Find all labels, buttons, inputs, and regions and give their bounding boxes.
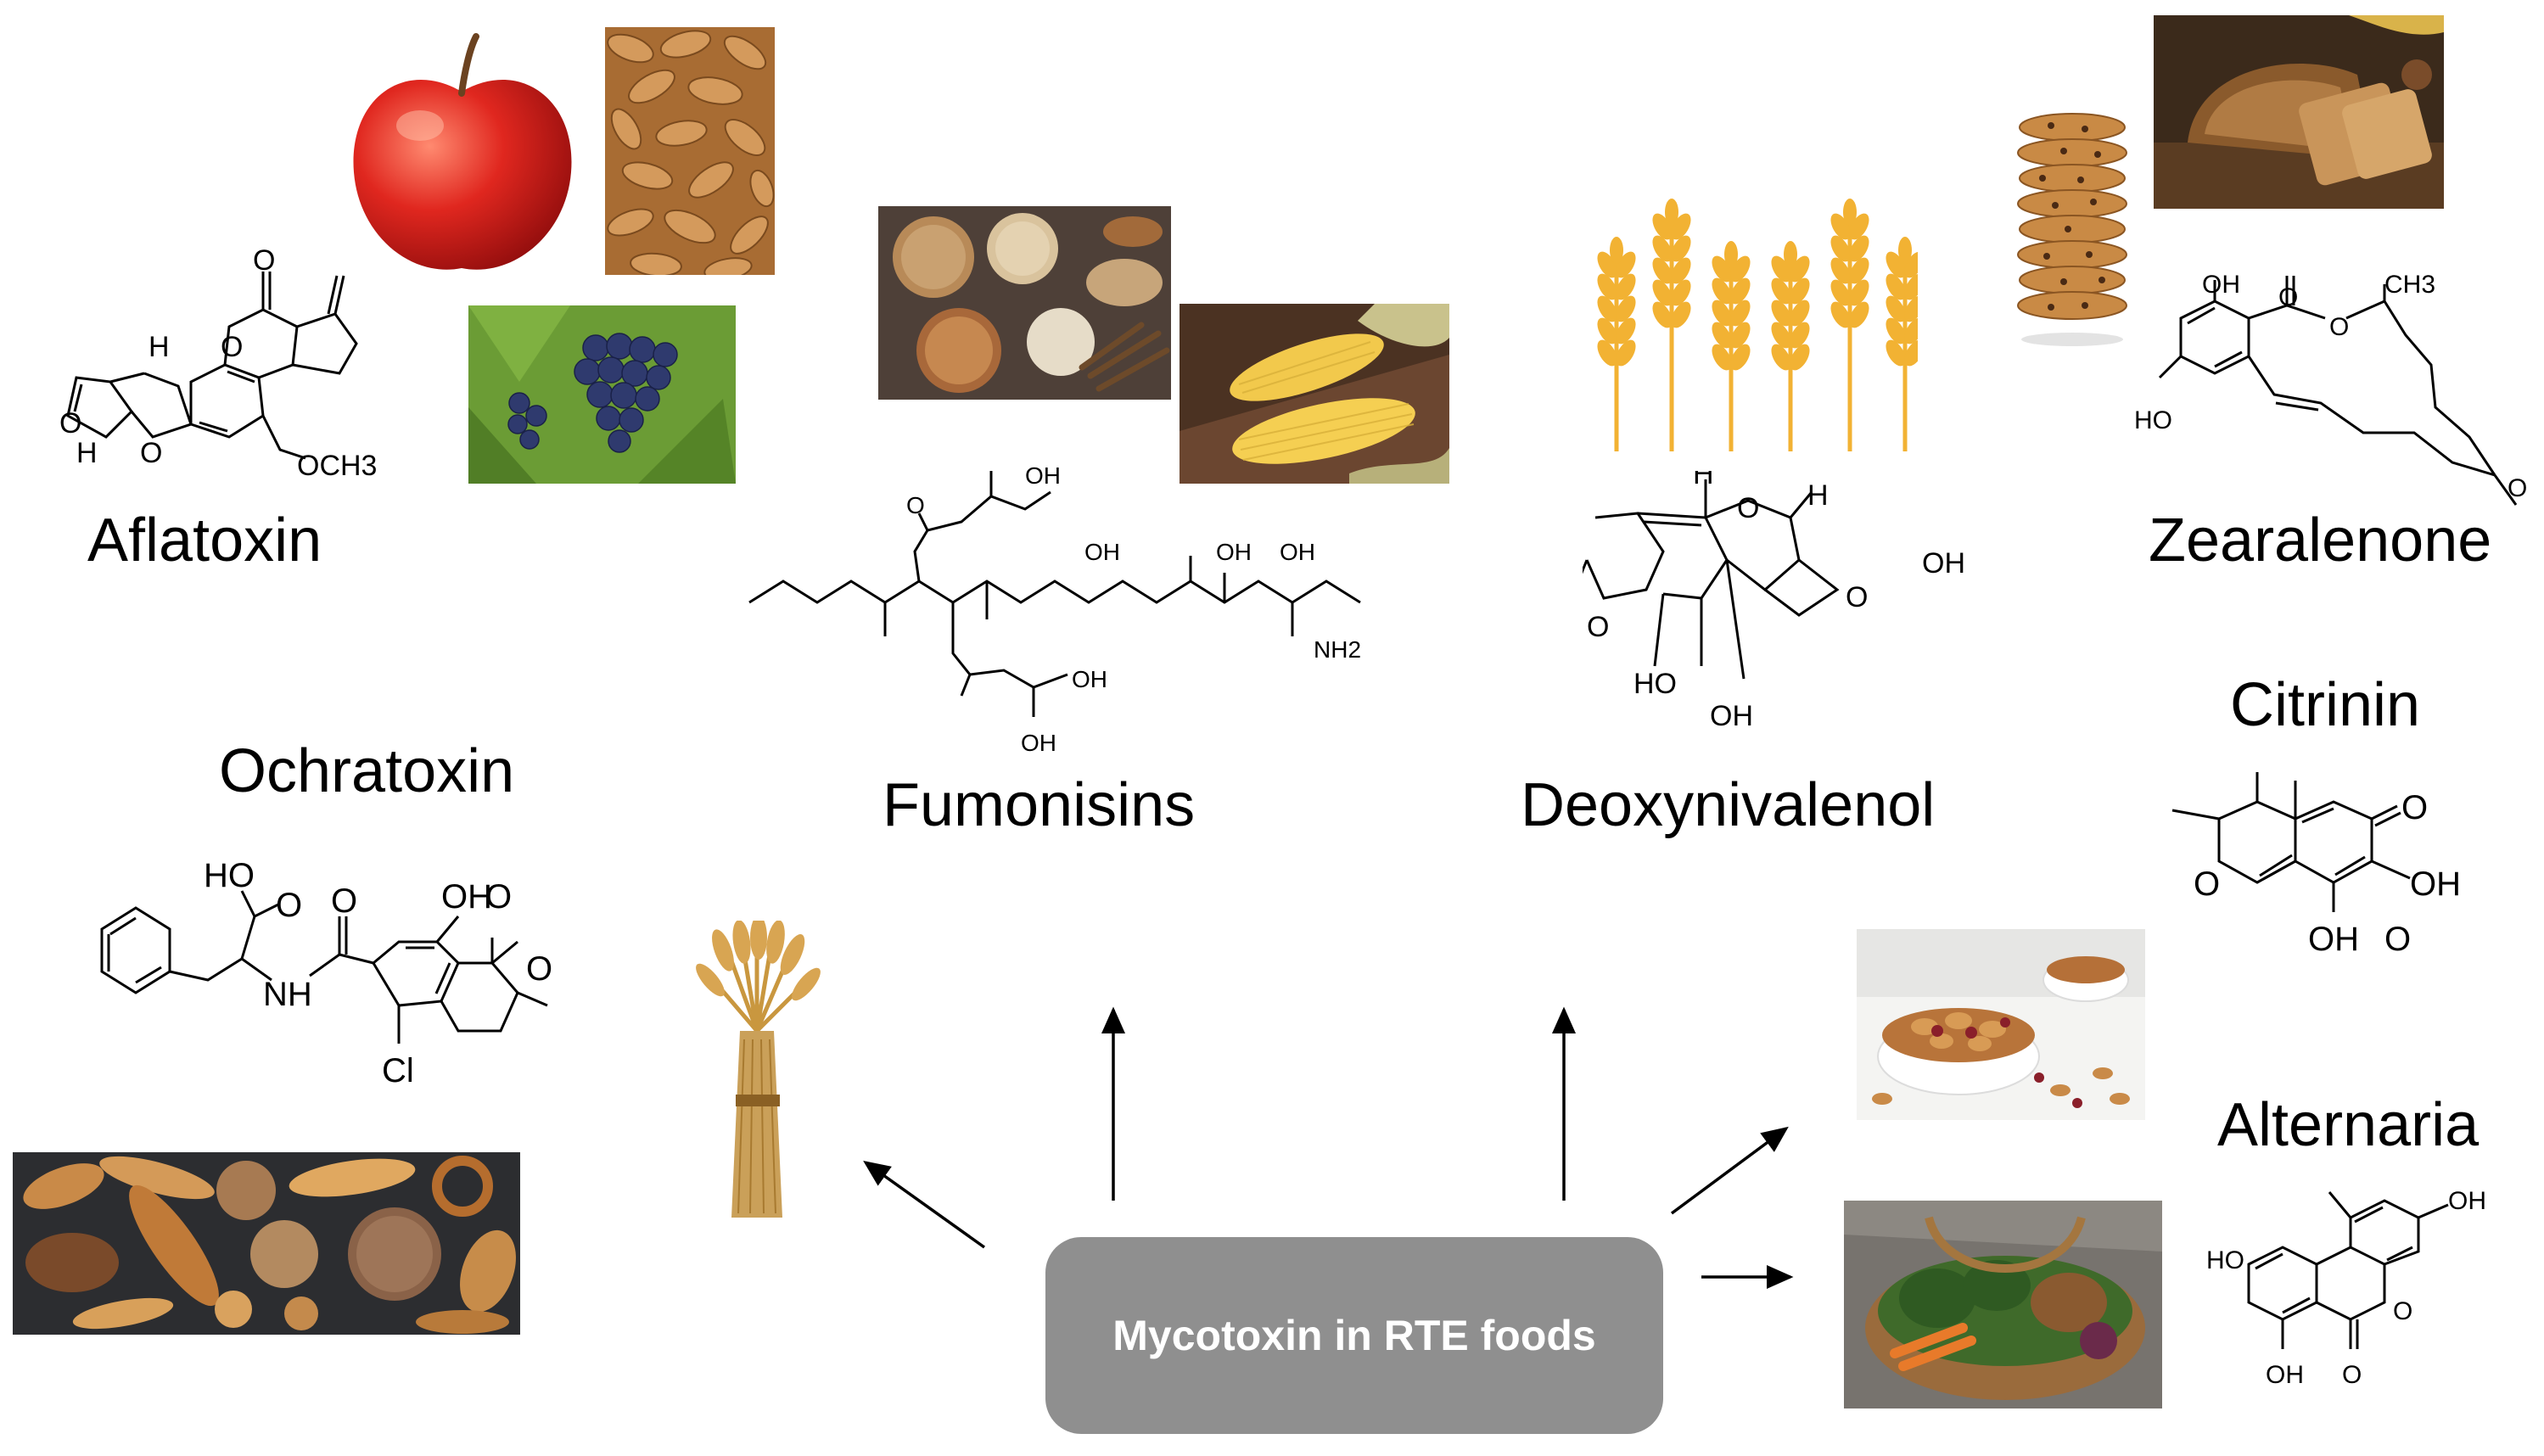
citrinin-oh-2: OH — [2308, 921, 2359, 958]
ochratoxin-structure: HO O O OH O O NH Cl — [100, 857, 552, 1089]
zearalenone-ho: HO — [2134, 406, 2172, 434]
ochratoxin-o-ring: O — [526, 950, 552, 988]
ochratoxin-ho: HO — [204, 857, 255, 894]
fumonisins-oh-1: OH — [1025, 462, 1061, 489]
alternaria-o-ring: O — [2393, 1297, 2412, 1325]
alternaria-ho-left: HO — [2206, 1246, 2244, 1274]
fumonisins-oh-2: OH — [1084, 539, 1120, 565]
ochratoxin-cl: Cl — [382, 1052, 414, 1089]
aflatoxin-o-furan2: O — [140, 437, 162, 469]
zearalenone-o-ketone: O — [2508, 474, 2527, 502]
deoxynivalenol-o-ring: O — [1737, 492, 1759, 524]
vegetable-basket-photo — [1844, 1201, 2162, 1408]
fumonisins-oh-4: OH — [1280, 539, 1315, 565]
alternaria-o-carbonyl: O — [2342, 1361, 2362, 1389]
zearalenone-o-carbonyl: O — [2278, 283, 2298, 311]
aflatoxin-label: Aflatoxin — [87, 507, 322, 574]
fumonisins-o: O — [906, 492, 925, 518]
citrinin-label: Citrinin — [2230, 671, 2421, 739]
deoxynivalenol-structure: H H O OH O O HO OH — [1583, 471, 1965, 732]
fumonisins-oh-3: OH — [1216, 539, 1252, 565]
grapes-photo — [468, 305, 736, 484]
aflatoxin-o-lactone: O — [221, 331, 243, 363]
deoxynivalenol-oh-right: OH — [1922, 547, 1965, 580]
citrinin-o-ring: O — [2194, 865, 2220, 903]
deoxynivalenol-oh-bottom: OH — [1710, 700, 1753, 732]
aflatoxin-o-furan: O — [59, 407, 81, 440]
fumonisins-nh2: NH2 — [1314, 636, 1361, 663]
fumonisins-oh-5: OH — [1072, 666, 1107, 692]
citrinin-o-carbonyl: O — [2384, 921, 2411, 958]
arrow-to-ochratoxin — [863, 1160, 986, 1249]
aflatoxin-och3: OCH3 — [297, 450, 377, 482]
deoxynivalenol-h-2: H — [1807, 479, 1829, 512]
wheat-stalk — [1830, 199, 1869, 451]
corn-photo — [1180, 304, 1449, 484]
center-node-box: Mycotoxin in RTE foods — [1045, 1237, 1663, 1434]
ochratoxin-o-amide: O — [331, 882, 357, 920]
wheat-stalk — [1712, 241, 1751, 451]
alternaria-label: Alternaria — [2217, 1091, 2480, 1159]
deoxynivalenol-h-1: H — [1693, 471, 1714, 490]
bread-loaf-photo — [2154, 15, 2444, 209]
fumonisins-label: Fumonisins — [883, 771, 1196, 839]
aflatoxin-h-bottom: H — [76, 437, 98, 469]
bread-assortment-photo — [13, 1152, 520, 1335]
apple-photo — [344, 32, 580, 278]
alternaria-oh-top: OH — [2448, 1187, 2486, 1215]
wheat-stalk — [1771, 241, 1810, 451]
ochratoxin-label: Ochratoxin — [219, 737, 515, 805]
zearalenone-o-ring: O — [2329, 313, 2349, 341]
ochratoxin-o-acid: O — [276, 887, 302, 924]
wheat-bundle-photo — [689, 921, 825, 1224]
zearalenone-ch3: CH3 — [2384, 271, 2435, 299]
zearalenone-oh: OH — [2202, 271, 2240, 299]
fumonisins-structure: OH OH OH OH OH OH NH2 O — [748, 462, 1361, 756]
deoxynivalenol-ho: HO — [1633, 668, 1677, 700]
wheat-stalk — [1886, 237, 1918, 451]
wheat-stalk — [1652, 199, 1691, 451]
center-node-label: Mycotoxin in RTE foods — [1112, 1312, 1596, 1359]
citrinin-o-ketone: O — [2401, 789, 2428, 826]
arrow-to-nuts — [1670, 1126, 1789, 1215]
zearalenone-label: Zearalenone — [2149, 507, 2492, 574]
deoxynivalenol-label: Deoxynivalenol — [1521, 771, 1936, 839]
peanuts-photo — [605, 27, 775, 275]
fumonisins-oh-6: OH — [1021, 730, 1056, 756]
alternaria-structure: OH HO OH O O — [2206, 1187, 2486, 1389]
cookies-photo — [2004, 110, 2140, 352]
zearalenone-structure: OH O CH3 HO O O — [2134, 271, 2527, 506]
deoxynivalenol-o-ketone: O — [1587, 611, 1609, 643]
ochratoxin-o-carbonyl: O — [485, 878, 512, 916]
aflatoxin-o-top: O — [253, 246, 275, 277]
ochratoxin-nh: NH — [263, 976, 312, 1013]
wheat-stalks-icon — [1578, 197, 1918, 456]
wheat-stalk — [1597, 237, 1636, 451]
nuts-photo — [1857, 929, 2145, 1120]
aflatoxin-h-top: H — [148, 331, 170, 363]
deoxynivalenol-o-epoxide: O — [1846, 581, 1868, 613]
aflatoxin-structure: O O O O H H OCH3 — [59, 246, 377, 482]
alternaria-oh-bottom: OH — [2266, 1361, 2304, 1389]
ochratoxin-oh: OH — [441, 878, 492, 916]
citrinin-oh-1: OH — [2410, 865, 2461, 903]
citrinin-structure: O O OH OH O — [2171, 772, 2461, 958]
grains-photo — [878, 206, 1171, 400]
